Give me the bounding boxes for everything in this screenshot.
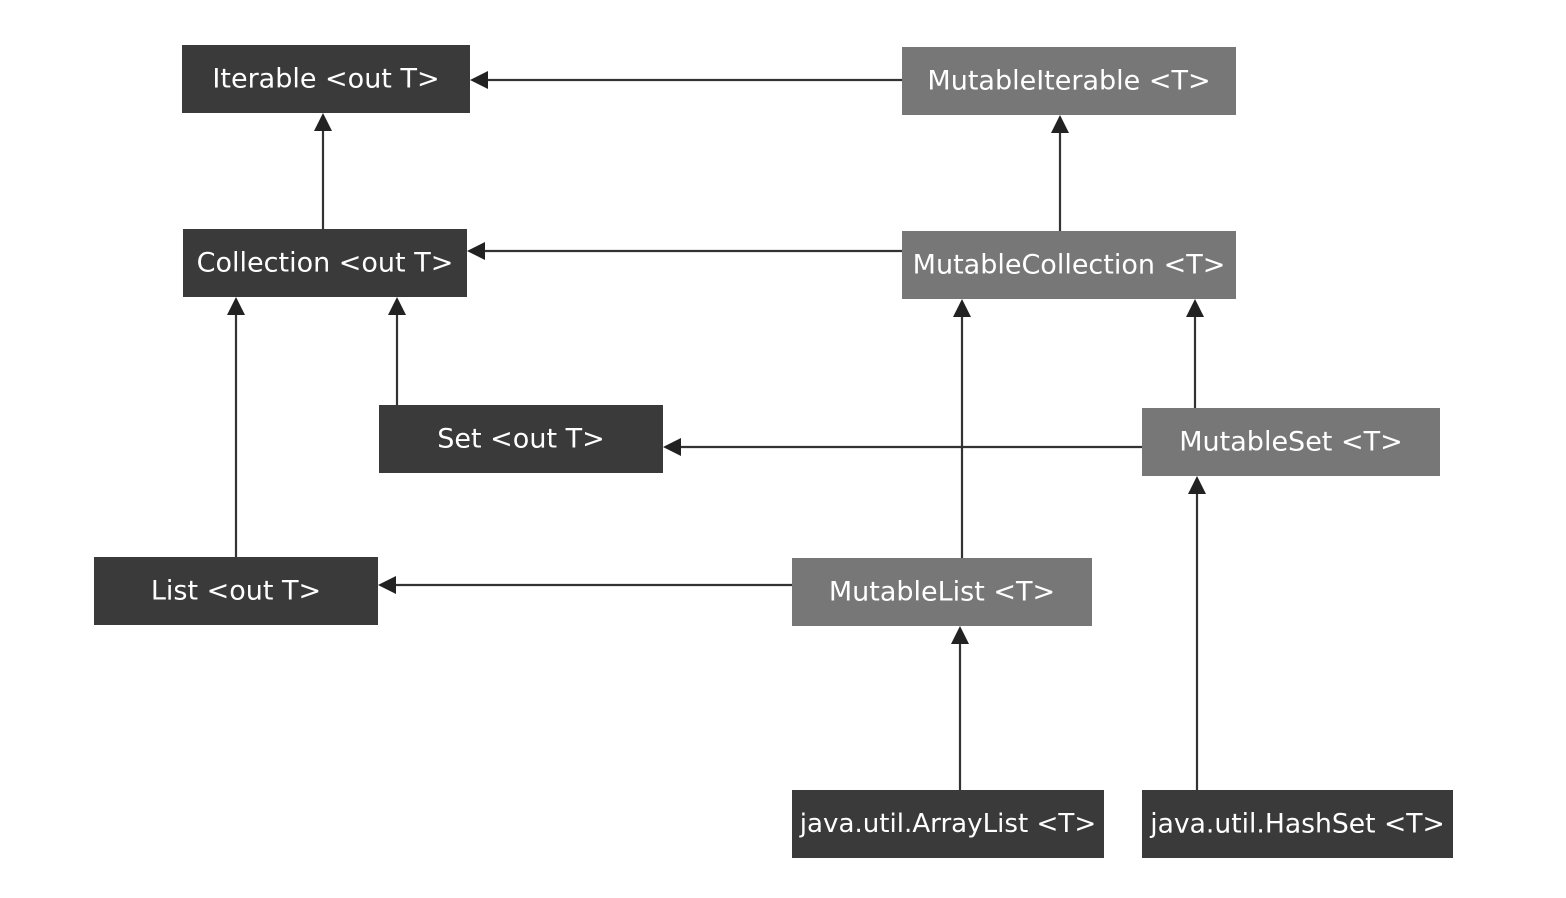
edge-mutable-set-to-set bbox=[663, 438, 1142, 456]
node-hash-set: java.util.HashSet <T> bbox=[1142, 790, 1453, 858]
node-mutable-list: MutableList <T> bbox=[792, 558, 1092, 626]
node-collection: Collection <out T> bbox=[183, 229, 467, 297]
arrowhead-icon bbox=[314, 113, 332, 131]
edge-list-to-collection bbox=[227, 297, 245, 557]
edge-collection-to-iterable bbox=[314, 113, 332, 229]
node-box bbox=[792, 790, 1104, 858]
node-box bbox=[902, 231, 1236, 299]
node-label: MutableSet <T> bbox=[1179, 427, 1402, 458]
node-mutable-collection: MutableCollection <T> bbox=[902, 231, 1236, 299]
node-box bbox=[1142, 408, 1440, 476]
edge-mutable-list-to-list bbox=[378, 576, 792, 594]
node-box bbox=[792, 558, 1092, 626]
arrowhead-icon bbox=[663, 438, 681, 456]
node-label: java.util.ArrayList <T> bbox=[799, 809, 1096, 839]
node-label: Iterable <out T> bbox=[212, 64, 439, 95]
node-box bbox=[94, 557, 378, 625]
edge-mutable-set-to-mutable-collection bbox=[1186, 299, 1204, 408]
edge-array-list-to-mutable-list bbox=[951, 626, 969, 790]
node-label: MutableList <T> bbox=[829, 577, 1055, 608]
node-box bbox=[182, 45, 470, 113]
edges-layer bbox=[227, 71, 1206, 790]
arrowhead-icon bbox=[1051, 115, 1069, 133]
nodes-layer: Iterable <out T> MutableIterable <T> Colle… bbox=[94, 45, 1453, 858]
edge-set-to-collection bbox=[388, 297, 406, 405]
edge-mutable-list-to-mutable-collection bbox=[953, 299, 971, 558]
edge-mutable-iterable-to-iterable bbox=[470, 71, 902, 89]
arrowhead-icon bbox=[467, 242, 485, 260]
node-label: java.util.HashSet <T> bbox=[1149, 809, 1445, 840]
node-array-list: java.util.ArrayList <T> bbox=[792, 790, 1104, 858]
edge-hash-set-to-mutable-set bbox=[1188, 476, 1206, 790]
node-box bbox=[379, 405, 663, 473]
edge-mutable-collection-to-mutable-iterable bbox=[1051, 115, 1069, 231]
arrowhead-icon bbox=[470, 71, 488, 89]
node-box bbox=[183, 229, 467, 297]
node-label: List <out T> bbox=[151, 576, 321, 607]
arrowhead-icon bbox=[388, 297, 406, 315]
edge-mutable-collection-to-collection bbox=[467, 242, 902, 260]
arrowhead-icon bbox=[1186, 299, 1204, 317]
node-label: MutableCollection <T> bbox=[913, 250, 1226, 281]
arrowhead-icon bbox=[951, 626, 969, 644]
node-mutable-iterable: MutableIterable <T> bbox=[902, 47, 1236, 115]
arrowhead-icon bbox=[953, 299, 971, 317]
node-box bbox=[1142, 790, 1453, 858]
node-label: MutableIterable <T> bbox=[927, 66, 1210, 97]
node-list: List <out T> bbox=[94, 557, 378, 625]
arrowhead-icon bbox=[227, 297, 245, 315]
node-set: Set <out T> bbox=[379, 405, 663, 473]
node-box bbox=[902, 47, 1236, 115]
node-iterable: Iterable <out T> bbox=[182, 45, 470, 113]
node-label: Set <out T> bbox=[437, 424, 604, 455]
arrowhead-icon bbox=[378, 576, 396, 594]
arrowhead-icon bbox=[1188, 476, 1206, 494]
node-mutable-set: MutableSet <T> bbox=[1142, 408, 1440, 476]
node-label: Collection <out T> bbox=[197, 248, 454, 279]
